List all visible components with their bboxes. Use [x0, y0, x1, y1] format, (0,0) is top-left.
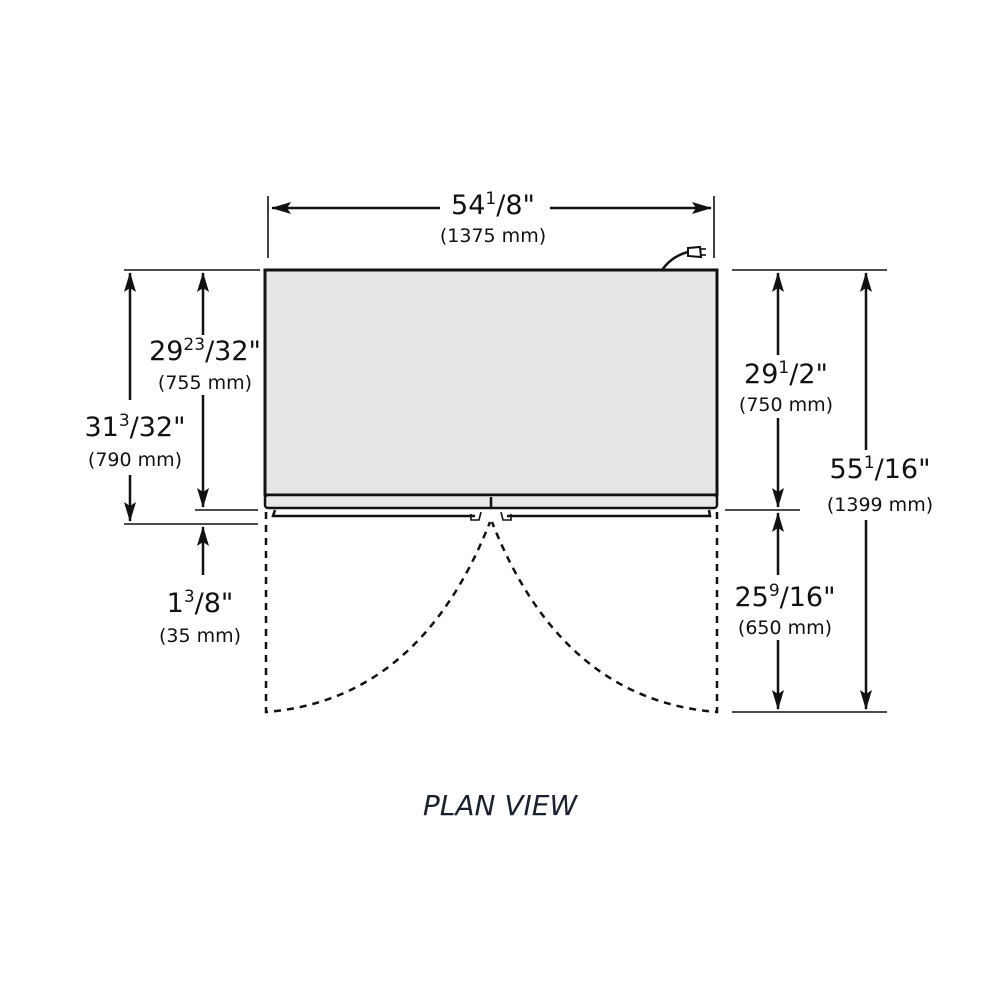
svg-text:2923/32": 2923/32": [149, 335, 261, 367]
cabinet-body: [263, 268, 719, 497]
svg-text:(790 mm): (790 mm): [88, 449, 182, 471]
svg-text:541/8": 541/8": [451, 189, 535, 221]
svg-text:(650 mm): (650 mm): [738, 617, 832, 639]
svg-text:(1375 mm): (1375 mm): [440, 225, 546, 247]
power-cord: [660, 250, 689, 271]
dimension-lines: [124, 202, 872, 710]
svg-text:291/2": 291/2": [744, 358, 828, 390]
depth-cabinet-left-label: 2923/32" (755 mm): [149, 335, 261, 394]
right-door-swing: [490, 512, 719, 714]
svg-text:313/32": 313/32": [84, 411, 185, 443]
plug-icon: [687, 245, 706, 259]
svg-text:(755 mm): (755 mm): [158, 372, 252, 394]
cabinet: [263, 245, 719, 521]
svg-text:(35 mm): (35 mm): [159, 625, 241, 647]
width-label: 541/8" (1375 mm): [440, 189, 546, 247]
depth-cabinet-right-label: 291/2" (750 mm): [739, 358, 833, 416]
handle-rail: [271, 509, 712, 518]
svg-text:13/8": 13/8": [167, 587, 234, 619]
left-door-swing: [264, 512, 492, 714]
depth-total-left-label: 313/32" (790 mm): [84, 411, 185, 471]
svg-text:551/16": 551/16": [829, 453, 930, 485]
extension-lines: [124, 196, 887, 713]
hinge-handles: [470, 511, 512, 521]
svg-text:259/16": 259/16": [734, 581, 835, 613]
handle-depth-label: 13/8" (35 mm): [159, 587, 241, 647]
svg-text:(750 mm): (750 mm): [739, 394, 833, 416]
door-swing-label: 259/16" (650 mm): [734, 581, 835, 639]
door-swing: [264, 512, 719, 714]
svg-text:(1399 mm): (1399 mm): [827, 494, 933, 516]
diagram-title: PLAN VIEW: [423, 789, 579, 822]
depth-with-doors-label: 551/16" (1399 mm): [827, 453, 933, 516]
